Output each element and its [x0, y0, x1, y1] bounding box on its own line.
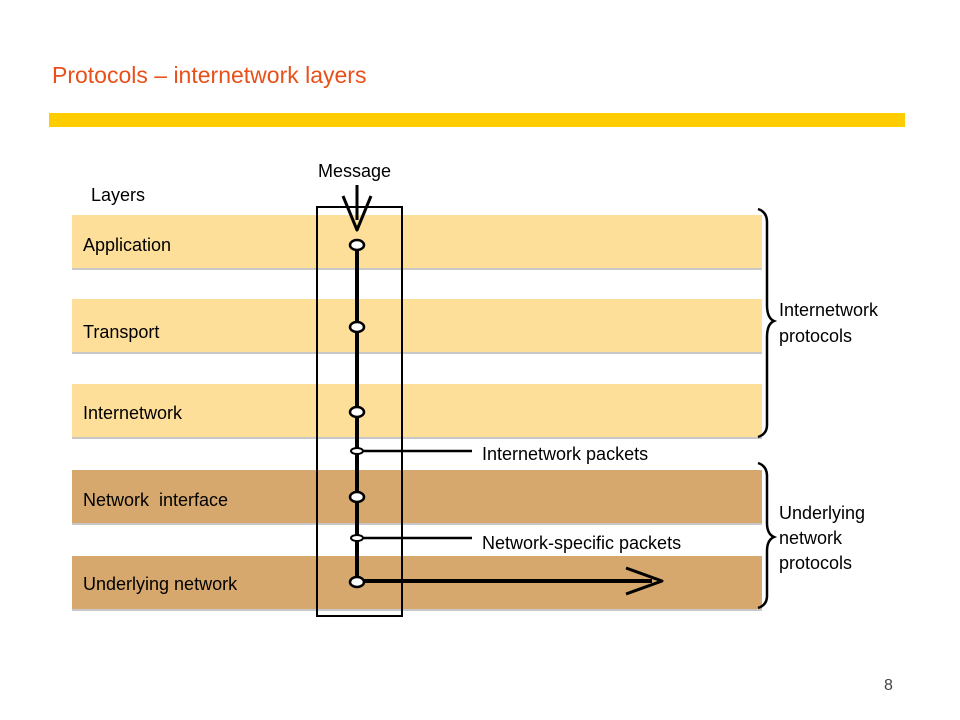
layer-band-internetwork [72, 384, 762, 439]
message-in-arrow [341, 185, 373, 232]
layer-label-application: Application [83, 235, 171, 255]
layer-label-network-interface: Network interface [83, 490, 228, 510]
underlying-protocols-label: Underlying network protocols [779, 503, 870, 573]
internetwork-packets-pointer [350, 447, 472, 455]
layers-heading: Layers [91, 185, 145, 205]
layer-label-transport: Transport [83, 322, 159, 342]
message-label: Message [318, 161, 391, 181]
underlying-protocols-brace [757, 461, 778, 610]
message-out-arrow [357, 566, 664, 596]
layer-label-underlying-network: Underlying network [83, 574, 238, 594]
layer-band-transport [72, 299, 762, 354]
network-specific-packets-pointer [350, 534, 472, 542]
layer-node [348, 238, 366, 252]
layer-band-application [72, 215, 762, 270]
internetwork-protocols-label: Internetwork protocols [779, 300, 883, 346]
internetwork-protocols-line-2: protocols [779, 326, 852, 346]
layer-node [348, 405, 366, 419]
page-number: 8 [884, 677, 893, 694]
layer-node [348, 575, 366, 589]
underlying-protocols-line-3: protocols [779, 553, 852, 573]
network-specific-packets-label: Network-specific packets [482, 533, 681, 553]
internetwork-packets-label: Internetwork packets [482, 444, 648, 464]
internetwork-protocols-brace [757, 207, 778, 439]
underlying-protocols-line-1: Underlying [779, 503, 865, 523]
layer-band-network-interface [72, 470, 762, 525]
layer-node [348, 490, 366, 504]
message-path-box [316, 206, 403, 617]
slide-title: Protocols – internetwork layers [52, 62, 367, 88]
layer-label-internetwork: Internetwork [83, 403, 183, 423]
underlying-protocols-line-2: network [779, 528, 843, 548]
internetwork-protocols-line-1: Internetwork [779, 300, 879, 320]
title-accent-bar [49, 113, 905, 127]
layer-node [348, 320, 366, 334]
